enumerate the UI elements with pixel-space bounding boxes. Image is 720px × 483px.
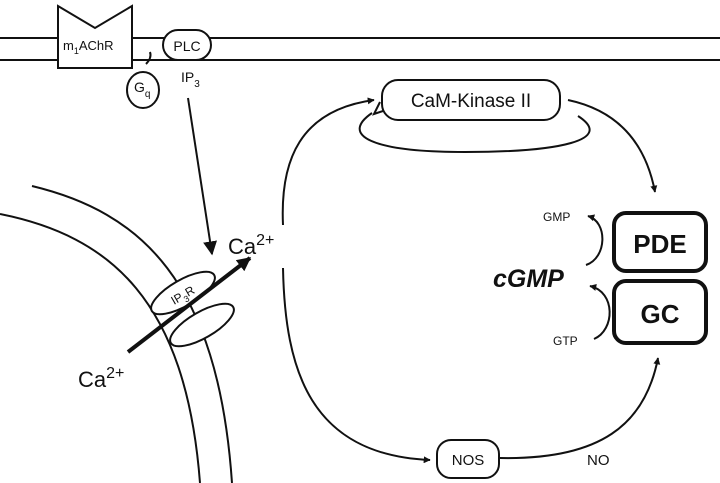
- cgmp-to-gmp-arrow: [585, 214, 604, 266]
- gc-label: GC: [641, 299, 680, 329]
- ca-center-label: Ca2+: [228, 232, 274, 259]
- camk-box: [381, 79, 561, 121]
- er-inner-curve: [0, 213, 201, 483]
- plc-label: PLC: [173, 38, 200, 54]
- plc-enzyme: PLC: [162, 29, 212, 61]
- nos-enzyme: NOS: [436, 439, 500, 479]
- ip3r-subunit-bottom: [169, 302, 235, 348]
- camk-loop-arrowhead: [372, 101, 387, 116]
- gtp-to-cgmp-arrow: [589, 284, 611, 340]
- gq-connector: [145, 51, 152, 65]
- pde-label: PDE: [633, 229, 686, 259]
- gc-enzyme: GC: [612, 279, 708, 345]
- gc-box: [612, 279, 708, 345]
- er-outer-curve: [31, 185, 233, 483]
- camk-to-pde-arrow: [567, 99, 658, 193]
- ip3-label: IP3: [181, 69, 200, 90]
- gq-circle: [126, 71, 160, 109]
- pde-enzyme: PDE: [612, 211, 708, 273]
- ip3-receptor: IP3R: [150, 270, 235, 348]
- gtp-label: GTP: [553, 334, 578, 348]
- pde-box: [612, 211, 708, 273]
- gq-label: Gq: [134, 79, 150, 100]
- receptor-label: m1AChR: [63, 38, 114, 56]
- no-label: NO: [587, 452, 610, 469]
- camk-autophosphorylation-loop: [358, 112, 591, 154]
- ca-release-arrow: [126, 256, 252, 354]
- no-to-gc-arrow: [499, 357, 661, 460]
- gq-protein: Gq: [126, 51, 160, 109]
- gmp-label: GMP: [543, 210, 570, 224]
- cgmp-label: cGMP: [493, 265, 564, 293]
- nos-box: [436, 439, 500, 479]
- ca-to-camk-arrow: [281, 97, 375, 226]
- ca-to-nos-arrow: [282, 267, 431, 464]
- er-membrane: [0, 185, 233, 483]
- ca-store-label: Ca2+: [78, 365, 124, 392]
- camk-label: CaM-Kinase II: [411, 91, 531, 112]
- nos-label: NOS: [452, 452, 485, 469]
- m1-achr-receptor: m1AChR: [57, 4, 133, 69]
- receptor-shape: [57, 4, 133, 69]
- camk-enzyme: CaM-Kinase II: [358, 79, 591, 154]
- plc-pill: [162, 29, 212, 61]
- ip3-arrow: [187, 97, 218, 256]
